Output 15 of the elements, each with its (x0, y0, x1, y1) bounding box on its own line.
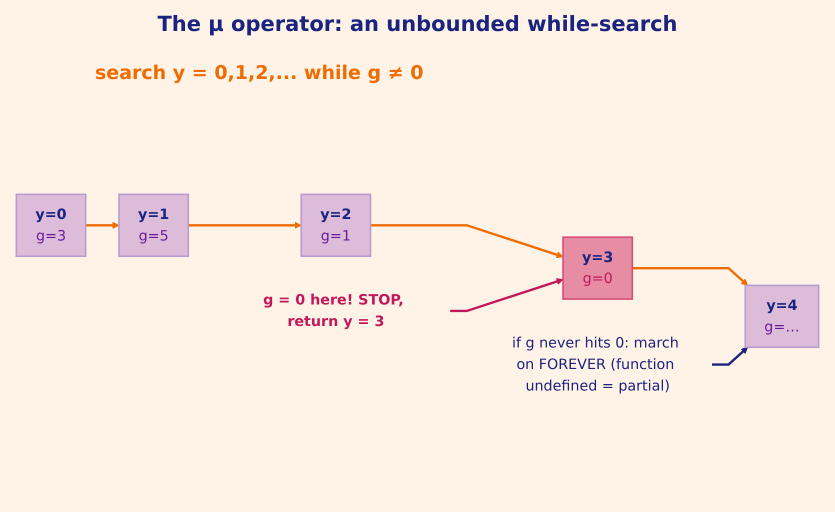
arrow (712, 346, 748, 366)
arrow (632, 266, 748, 286)
node-box: y=3 g=0 (562, 236, 634, 300)
condition-note: search y = 0,1,2,... while g ≠ 0 (95, 62, 424, 84)
node-box: y=4 g=… (744, 284, 820, 348)
node-box: y=0 g=3 (16, 193, 86, 257)
node-box: y=1 g=5 (118, 193, 190, 257)
arrow (450, 278, 564, 312)
arrow (86, 222, 120, 229)
node-text: g = 0 here! STOP, return y = 3 (263, 292, 404, 330)
node-box: y=2 g=1 (300, 193, 372, 257)
node-text: if g never hits 0: march on FOREVER (function undefined = partial) (512, 334, 679, 394)
arrow (370, 224, 564, 258)
diagram-title: The μ operator: an unbounded while-search (157, 12, 678, 36)
arrow (188, 222, 302, 229)
